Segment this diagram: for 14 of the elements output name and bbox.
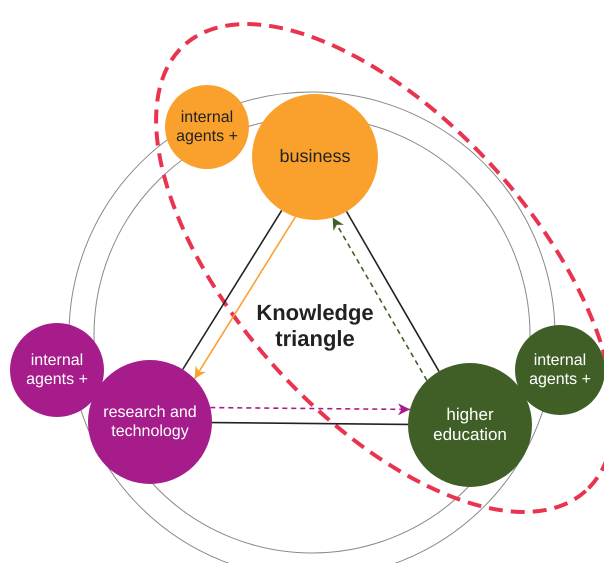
node-label: business — [279, 146, 351, 168]
flow-arrow — [194, 216, 296, 380]
flow-arrow — [332, 217, 428, 381]
triangle-line — [182, 210, 282, 370]
triangle-line — [212, 422, 408, 426]
node-label: internal agents + — [25, 350, 89, 390]
node-label: higher education — [432, 404, 508, 446]
triangle-line — [346, 211, 440, 372]
center-label: Knowledge triangle — [255, 300, 375, 353]
flow-arrow — [210, 403, 410, 416]
node-label: research and technology — [102, 402, 198, 442]
node-label: internal agents + — [175, 108, 239, 146]
node-label: internal agents + — [528, 350, 592, 390]
agent-circle — [165, 85, 249, 169]
